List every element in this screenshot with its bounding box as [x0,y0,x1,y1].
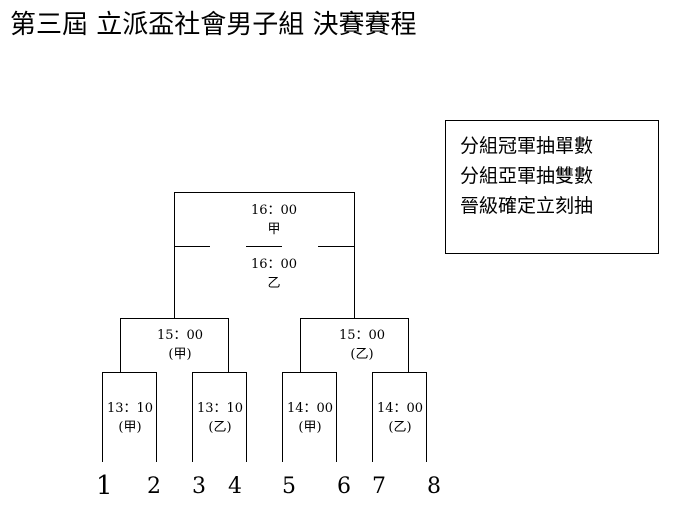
slot-number: 8 [427,474,441,499]
semi-label: 15：00(甲) [156,328,204,362]
bracket-line [102,372,103,462]
bracket-line [282,372,283,462]
bracket-line [426,372,427,462]
match-label: 13：10(乙) [196,401,244,435]
bracket-line [372,372,373,462]
bracket-line [336,372,337,462]
bracket-line [300,318,301,373]
bracket-line [120,318,229,319]
bracket-line [300,318,409,319]
semi-label: 15：00(乙) [338,328,386,362]
slot-number: 1 [96,471,113,501]
bracket-line [246,246,282,247]
legend-line: 分組亞軍抽雙數 [460,165,594,187]
bracket-line [354,192,355,319]
bracket-line [120,318,121,373]
slot-number: 5 [282,474,296,499]
match-label: 13：10(甲) [106,401,154,435]
slot-number: 4 [228,474,242,499]
bracket-line [192,372,193,462]
bracket-line [102,372,157,373]
match-label: 14：00(乙) [376,401,424,435]
legend-line: 分組冠軍抽單數 [460,135,594,157]
bracket-line [174,192,175,319]
legend-line: 晉級確定立刻抽 [460,195,594,217]
legend-box: 分組冠軍抽單數 分組亞軍抽雙數 晉級確定立刻抽 [445,120,659,254]
slot-number: 2 [147,474,161,499]
bracket-line [246,372,247,462]
bracket-line [282,372,337,373]
bracket-line [228,318,229,373]
bracket-line [372,372,427,373]
slot-number: 7 [372,474,386,499]
bracket-line [192,372,247,373]
slot-number: 6 [337,474,351,499]
bracket-line [318,246,354,247]
bracket-line [174,192,355,193]
page-title: 第三屆 立派盃社會男子組 決賽賽程 [10,10,417,40]
slot-number: 3 [192,474,206,499]
bracket-line [408,318,409,373]
bracket-line [174,246,210,247]
bracket-line [156,372,157,462]
match-label: 14：00(甲) [286,401,334,435]
